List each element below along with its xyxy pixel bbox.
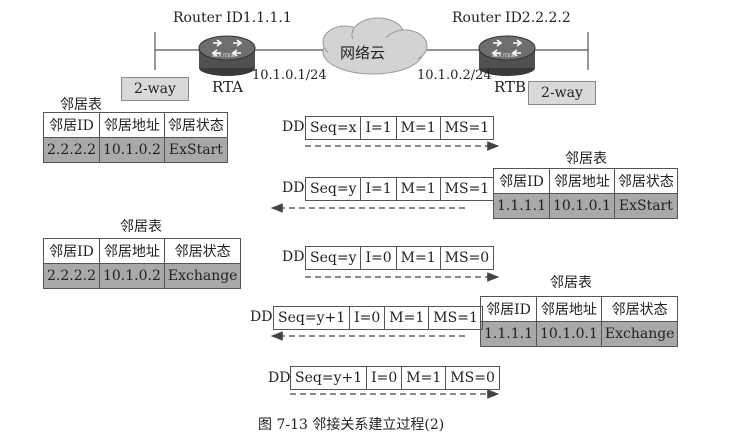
header-cell: 邻居地址 bbox=[98, 238, 165, 264]
packet-field: MS=0 bbox=[445, 366, 500, 390]
packet-field: MS=0 bbox=[439, 246, 495, 270]
rta-router-id: Router ID1.1.1.1 bbox=[173, 10, 292, 26]
data-cell: Exchange bbox=[600, 321, 679, 347]
rtb-interface-ip: 10.1.0.2/24 bbox=[417, 68, 492, 83]
packet-field: Seq=y+1 bbox=[272, 306, 351, 330]
packet-field: M=1 bbox=[395, 116, 441, 140]
neighbor-table-2-title: 邻居表 bbox=[565, 151, 607, 167]
rtb-icon-text: ROUTER bbox=[492, 53, 515, 59]
packet-field: I=0 bbox=[349, 306, 386, 330]
packet-field: Seq=y bbox=[304, 177, 362, 201]
data-cell: 1.1.1.1 bbox=[480, 321, 537, 347]
packet-field: M=1 bbox=[395, 177, 441, 201]
neighbor-table-4: 邻居ID 邻居地址 邻居状态 1.1.1.1 10.1.0.1 Exchange bbox=[480, 296, 679, 347]
packet-2-fields: Seq=y I=1 M=1 MS=1 bbox=[304, 177, 495, 201]
header-cell: 邻居状态 bbox=[163, 112, 228, 138]
packet-field: M=1 bbox=[401, 366, 447, 390]
packet-field: MS=1 bbox=[428, 306, 483, 330]
rtb-state-badge: 2-way bbox=[528, 81, 596, 105]
data-cell: 10.1.0.2 bbox=[98, 263, 165, 289]
packet-field: Seq=x bbox=[304, 116, 362, 140]
packet-field: Seq=y bbox=[304, 246, 362, 270]
packet-field: MS=1 bbox=[439, 177, 495, 201]
packet-3-fields: Seq=y I=0 M=1 MS=0 bbox=[304, 246, 495, 270]
packet-5-label: DD bbox=[268, 370, 291, 386]
data-cell: 1.1.1.1 bbox=[493, 193, 550, 219]
data-cell: ExStart bbox=[163, 137, 228, 163]
packet-1-fields: Seq=x I=1 M=1 MS=1 bbox=[304, 116, 495, 140]
data-cell: 2.2.2.2 bbox=[43, 137, 100, 163]
packet-field: M=1 bbox=[384, 306, 430, 330]
data-cell: 10.1.0.2 bbox=[98, 137, 165, 163]
packet-field: I=1 bbox=[360, 177, 397, 201]
packet-field: M=1 bbox=[395, 246, 441, 270]
header-cell: 邻居状态 bbox=[613, 168, 678, 194]
packet-field: I=0 bbox=[360, 246, 397, 270]
rtb-router-id: Router ID2.2.2.2 bbox=[452, 10, 571, 26]
packet-field: I=1 bbox=[360, 116, 397, 140]
header-cell: 邻居状态 bbox=[600, 296, 679, 322]
rta-name: RTA bbox=[212, 78, 244, 96]
data-cell: Exchange bbox=[163, 263, 242, 289]
rta-interface-ip: 10.1.0.1/24 bbox=[252, 68, 327, 83]
figure-caption: 图 7-13 邻接关系建立过程(2) bbox=[258, 417, 445, 433]
header-cell: 邻居ID bbox=[493, 168, 550, 194]
header-cell: 邻居ID bbox=[43, 112, 100, 138]
rtb-name: RTB bbox=[494, 78, 527, 96]
packet-5-fields: Seq=y+1 I=0 M=1 MS=0 bbox=[289, 366, 500, 390]
data-cell: 10.1.0.1 bbox=[548, 193, 615, 219]
data-cell: ExStart bbox=[613, 193, 678, 219]
rta-icon-text: ROUTER bbox=[212, 53, 235, 59]
neighbor-table-4-title: 邻居表 bbox=[550, 275, 592, 291]
network-cloud-icon bbox=[322, 17, 428, 75]
packet-3-label: DD bbox=[282, 249, 305, 265]
packet-4-fields: Seq=y+1 I=0 M=1 MS=1 bbox=[272, 306, 483, 330]
router-rta-icon bbox=[198, 35, 256, 76]
packet-field: I=0 bbox=[366, 366, 403, 390]
router-rtb-icon bbox=[478, 35, 536, 76]
packet-1-label: DD bbox=[282, 119, 305, 135]
data-cell: 10.1.0.1 bbox=[535, 321, 602, 347]
packet-4-label: DD bbox=[250, 309, 273, 325]
neighbor-table-1: 邻居ID 邻居地址 邻居状态 2.2.2.2 10.1.0.2 ExStart bbox=[43, 112, 228, 163]
neighbor-table-1-title: 邻居表 bbox=[60, 97, 102, 113]
packet-field: Seq=y+1 bbox=[289, 366, 368, 390]
header-cell: 邻居地址 bbox=[98, 112, 165, 138]
header-cell: 邻居状态 bbox=[163, 238, 242, 264]
packet-2-label: DD bbox=[282, 180, 305, 196]
neighbor-table-2: 邻居ID 邻居地址 邻居状态 1.1.1.1 10.1.0.1 ExStart bbox=[493, 168, 678, 219]
neighbor-table-3-title: 邻居表 bbox=[120, 219, 162, 235]
header-cell: 邻居地址 bbox=[535, 296, 602, 322]
rta-state-badge: 2-way bbox=[121, 77, 189, 101]
neighbor-table-3: 邻居ID 邻居地址 邻居状态 2.2.2.2 10.1.0.2 Exchange bbox=[43, 238, 242, 289]
data-cell: 2.2.2.2 bbox=[43, 263, 100, 289]
header-cell: 邻居ID bbox=[480, 296, 537, 322]
packet-field: MS=1 bbox=[439, 116, 495, 140]
header-cell: 邻居地址 bbox=[548, 168, 615, 194]
header-cell: 邻居ID bbox=[43, 238, 100, 264]
cloud-label: 网络云 bbox=[340, 44, 386, 62]
